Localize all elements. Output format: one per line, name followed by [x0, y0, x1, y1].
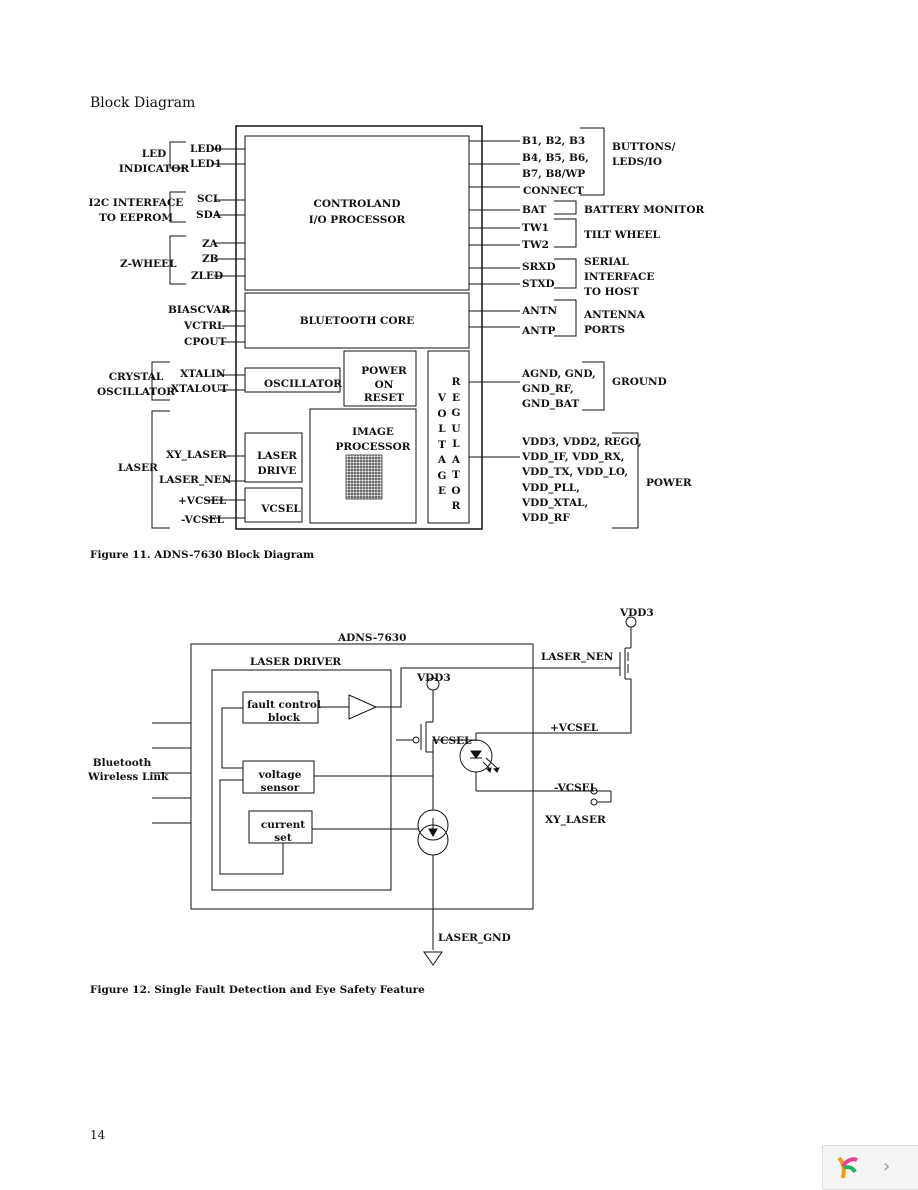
- pin-tw2: TW2: [522, 239, 549, 251]
- i2c-group-label: I2C INTERFACE TO EEPROM: [88, 197, 184, 224]
- pin-vctrl: VCTRL: [184, 320, 225, 332]
- pin-stxd: STXD: [522, 278, 555, 290]
- pin-pwr6: VDD_RF: [522, 512, 570, 524]
- figure-12-caption: Figure 12. Single Fault Detection and Ey…: [90, 984, 425, 996]
- laser-gnd-label: LASER_GND: [438, 932, 511, 944]
- vdd3-inner-label: VDD3: [417, 672, 451, 684]
- chip-box: [190, 643, 534, 910]
- sensor-grid: [345, 454, 383, 500]
- page-number: 14: [90, 1128, 106, 1142]
- chip-label: ADNS-7630: [338, 632, 407, 644]
- battery-group-label: BATTERY MONITOR: [584, 204, 705, 216]
- led-group-label: LED INDICATOR: [118, 148, 190, 175]
- pin-gnd1: AGND, GND,: [522, 368, 596, 380]
- pin-laser-nen: LASER_NEN: [159, 474, 232, 486]
- pin-pwr5: VDD_XTAL,: [522, 497, 589, 509]
- por-label: POWER ON RESET: [361, 365, 407, 404]
- crystal-group-label: CRYSTAL OSCILLATOR: [96, 371, 176, 398]
- pin-vcsel-pos: +VCSEL: [178, 495, 227, 507]
- pin-bat: BAT: [522, 204, 547, 216]
- serial-group-label: SERIAL INTERFACE TO HOST: [584, 256, 655, 298]
- vcsel-block: [244, 487, 303, 523]
- por-block: [343, 350, 417, 407]
- pin-pwr4: VDD_PLL,: [522, 482, 580, 494]
- pin-srxd: SRXD: [522, 261, 556, 273]
- buttons-group-label: BUTTONS/ LEDS/IO: [612, 141, 676, 168]
- app-logo-icon: [837, 1156, 858, 1179]
- bluetooth-link-label: Bluetooth Wireless Link: [88, 757, 169, 783]
- pin-gnd3: GND_BAT: [522, 398, 580, 410]
- pin-b123: B1, B2, B3: [522, 135, 586, 147]
- ground-group-label: GROUND: [612, 376, 667, 388]
- pin-za: ZA: [202, 238, 218, 250]
- pin-connect: CONNECT: [523, 185, 584, 197]
- pin-xtalout: XTALOUT: [171, 383, 229, 395]
- oscillator-label: OSCILLATOR: [264, 378, 343, 390]
- figure-11-caption: Figure 11. ADNS-7630 Block Diagram: [90, 549, 315, 561]
- pin-cpout: CPOUT: [184, 336, 227, 348]
- viewer-nav-widget[interactable]: ›: [822, 1145, 918, 1190]
- pin-pwr3: VDD_TX, VDD_LO,: [522, 466, 629, 478]
- pin-scl: SCL: [197, 193, 221, 205]
- current-set-box: [248, 810, 313, 844]
- pin-antp: ANTP: [522, 325, 556, 337]
- laser-driver-label: LASER DRIVER: [250, 656, 342, 668]
- power-group-label: POWER: [646, 477, 692, 489]
- image-processor-label: IMAGE PROCESSOR: [335, 426, 411, 453]
- pin-led0: LED0: [190, 143, 222, 155]
- regulator-block: [427, 350, 470, 524]
- vcsel-label: VCSEL: [432, 735, 472, 747]
- pin-pwr2: VDD_IF, VDD_RX,: [522, 451, 625, 463]
- vcsel-neg-label: -VCSEL: [554, 782, 598, 794]
- pin-biascvar: BIASCVAR: [168, 304, 231, 316]
- pin-antn: ANTN: [522, 305, 558, 317]
- tilt-group-label: TILT WHEEL: [584, 229, 660, 241]
- oscillator-block: [244, 367, 341, 393]
- laser-drive-label: LASER DRIVE: [257, 450, 297, 477]
- fault-control-label: fault control block: [247, 699, 321, 724]
- pin-sda: SDA: [196, 209, 221, 221]
- pin-zb: ZB: [202, 253, 219, 265]
- pin-tw1: TW1: [522, 222, 549, 234]
- current-set-label: current set: [260, 819, 306, 844]
- next-page-chevron-icon[interactable]: ›: [883, 1156, 891, 1177]
- pin-xy-laser: XY_LASER: [166, 449, 227, 461]
- bluetooth-block: [244, 292, 470, 349]
- laser-nen-label: LASER_NEN: [541, 651, 614, 663]
- pin-xtalin: XTALIN: [180, 368, 226, 380]
- pin-vcsel-neg: -VCSEL: [181, 514, 225, 526]
- regulator-label-voltage: V O L T A G E: [437, 392, 447, 497]
- pin-b78: B7, B8/WP: [522, 168, 586, 180]
- xy-laser-label: XY_LASER: [545, 814, 606, 826]
- pin-b456: B4, B5, B6,: [522, 152, 589, 164]
- image-processor-block: [309, 408, 417, 524]
- antenna-group-label: ANTENNA PORTS: [584, 309, 645, 336]
- laser-group-label: LASER: [118, 462, 158, 474]
- pin-zled: ZLED: [191, 270, 224, 282]
- laser-drive-block: [244, 432, 303, 483]
- pin-pwr1: VDD3, VDD2, REGO,: [522, 436, 642, 448]
- bluetooth-label: BLUETOOTH CORE: [299, 315, 415, 327]
- vcsel-block-label: VCSEL: [261, 503, 301, 515]
- page-title: Block Diagram: [90, 95, 196, 111]
- vcsel-pos-label: +VCSEL: [550, 722, 599, 734]
- pin-led1: LED1: [190, 158, 222, 170]
- voltage-sensor-label: voltage sensor: [258, 769, 302, 794]
- regulator-label-regulator: R E G U L A T O R: [451, 376, 461, 512]
- zwheel-group-label: Z-WHEEL: [120, 258, 177, 270]
- pin-gnd2: GND_RF,: [522, 383, 574, 395]
- control-block: [244, 135, 470, 291]
- vdd3-external-label: VDD3: [620, 607, 654, 619]
- voltage-sensor-box: [242, 760, 315, 794]
- laser-driver-box: [211, 669, 392, 891]
- control-label: CONTROLAND I/O PROCESSOR: [308, 198, 406, 226]
